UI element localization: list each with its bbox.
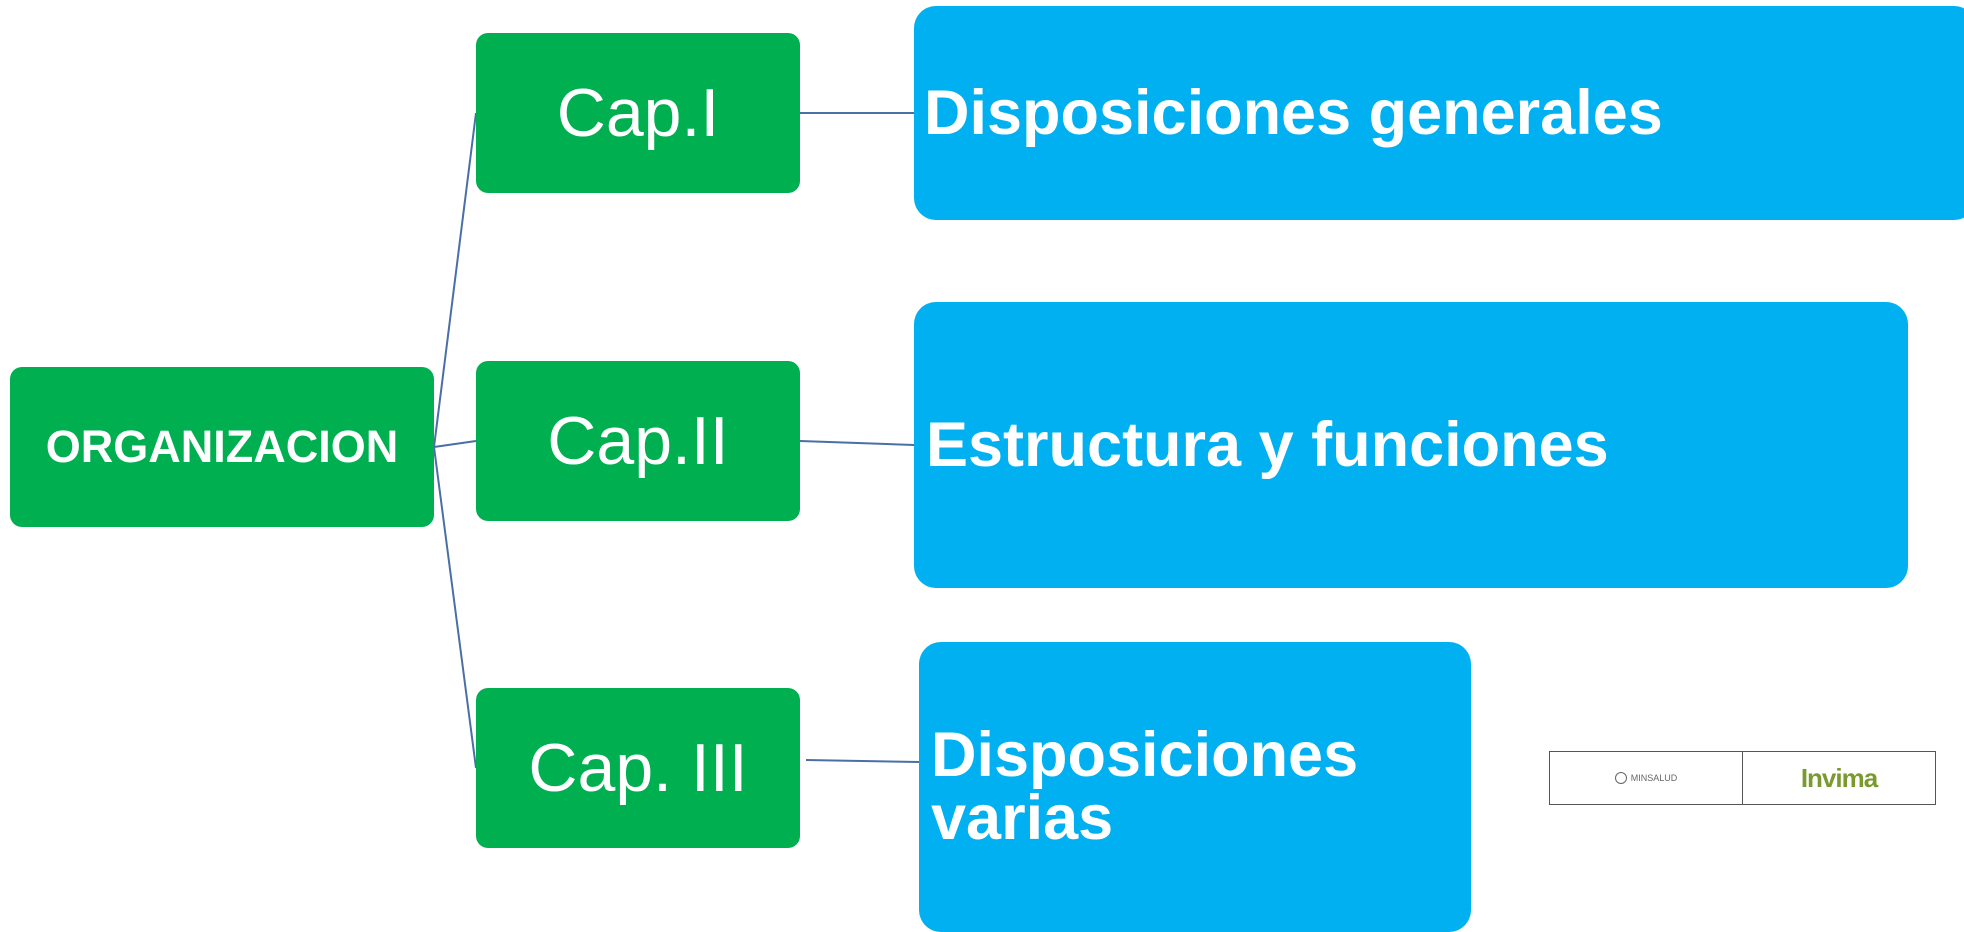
minsalud-logo-cell: MINSALUD	[1550, 752, 1742, 804]
invima-logo-text: Invima	[1800, 762, 1878, 793]
root-to-cap3-line	[433, 446, 477, 769]
chapter-1-label: Cap.I	[556, 75, 720, 151]
invima-logo-cell: Invima	[1742, 752, 1935, 804]
logos-strip: MINSALUD Invima	[1549, 751, 1936, 805]
root-node-box: ORGANIZACION	[10, 367, 434, 527]
chapter-3-box: Cap. III	[476, 688, 800, 848]
topic-2-box: Estructura y funciones	[914, 302, 1908, 588]
topic-3-label: Disposiciones varias	[931, 720, 1359, 853]
topic-1-box: Disposiciones generales	[914, 6, 1964, 220]
root-node-label: ORGANIZACION	[45, 421, 399, 472]
chapter-3-label: Cap. III	[528, 730, 748, 806]
topic-3-box: Disposiciones varias	[919, 642, 1471, 932]
topic-1-label: Disposiciones generales	[924, 77, 1663, 148]
minsalud-logo-text: MINSALUD	[1630, 773, 1678, 783]
root-to-cap1-line	[433, 112, 477, 448]
seal-icon	[1614, 772, 1627, 784]
cap2-to-topic2-line	[799, 440, 915, 446]
chapter-2-box: Cap.II	[476, 361, 800, 521]
chapter-1-box: Cap.I	[476, 33, 800, 193]
topic-2-label: Estructura y funciones	[926, 409, 1609, 480]
root-to-cap2-line	[433, 440, 477, 448]
cap3-to-topic3-line	[805, 759, 920, 763]
chapter-2-label: Cap.II	[547, 403, 729, 479]
